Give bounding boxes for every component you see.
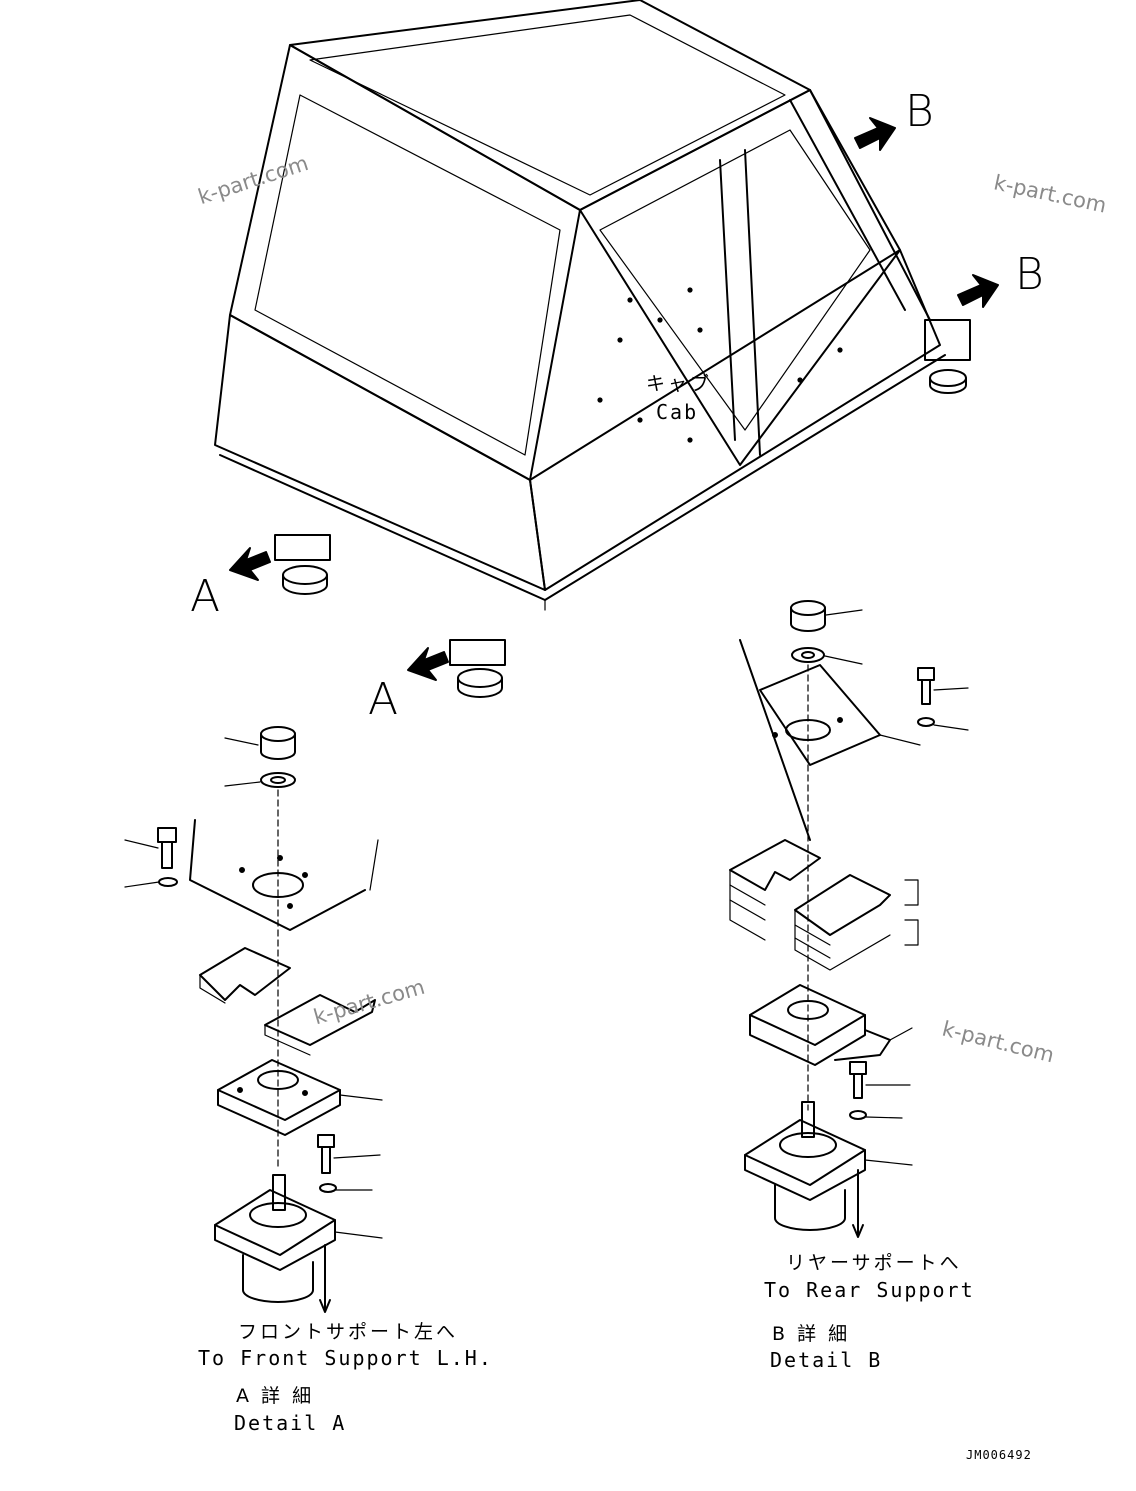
detail-a-note-jp: フロントサポート左へ bbox=[238, 1321, 459, 1343]
callout-a-center: A bbox=[368, 674, 399, 725]
callout-b-top: B bbox=[905, 86, 934, 137]
cab-side-window bbox=[599, 129, 871, 431]
cab-illustration bbox=[214, 0, 971, 698]
detail-b-title-jp: B 詳 細 bbox=[772, 1323, 851, 1345]
front-right-mount bbox=[449, 639, 506, 698]
callout-a-left: A bbox=[190, 571, 221, 622]
detail-b-nut bbox=[790, 600, 863, 632]
callout-arrows bbox=[229, 117, 999, 681]
detail-b-shims bbox=[729, 839, 919, 971]
cab-roof-inner bbox=[309, 14, 786, 196]
detail-b-bracket bbox=[749, 984, 913, 1066]
detail-b-bolt-upper bbox=[917, 667, 969, 731]
detail-b-note-en: To Rear Support bbox=[764, 1278, 975, 1302]
detail-a-title-en: Detail A bbox=[234, 1411, 347, 1435]
detail-a-title-jp: A 詳 細 bbox=[236, 1385, 315, 1407]
detail-a-illustration bbox=[124, 726, 383, 1313]
arrow-a-center-icon bbox=[407, 647, 449, 681]
callout-b-right: B bbox=[1015, 249, 1044, 300]
detail-b-frame-plate bbox=[739, 639, 921, 841]
detail-b-washer bbox=[791, 647, 863, 665]
detail-a-washer bbox=[224, 772, 296, 788]
cab-label-jp: キャブ bbox=[646, 373, 713, 395]
cab-label-en: Cab bbox=[656, 400, 699, 424]
cab-front-frame bbox=[229, 44, 581, 481]
detail-a-mount-plate bbox=[217, 1059, 383, 1136]
detail-a-bolt-upper bbox=[124, 827, 178, 888]
detail-a-rubber-mount bbox=[214, 1174, 383, 1313]
front-left-mount bbox=[274, 534, 331, 595]
detail-b-bolt-lower bbox=[849, 1061, 911, 1120]
arrow-b-right-icon bbox=[957, 274, 999, 308]
detail-a-nut bbox=[224, 726, 296, 760]
panel-rivets bbox=[597, 287, 843, 443]
detail-a-note-en: To Front Support L.H. bbox=[198, 1346, 493, 1370]
detail-a-frame-plate bbox=[189, 819, 379, 931]
document-id: JM006492 bbox=[966, 1448, 1032, 1462]
detail-b-note-jp: リヤーサポートへ bbox=[786, 1252, 962, 1274]
cab-roof bbox=[289, 0, 811, 211]
arrow-b-top-icon bbox=[854, 117, 896, 151]
rear-mount bbox=[924, 319, 971, 394]
detail-a-shims bbox=[199, 947, 376, 1056]
cab-front-window bbox=[254, 94, 561, 456]
arrow-a-left-icon bbox=[229, 547, 271, 581]
detail-a-bolt-lower bbox=[317, 1134, 381, 1193]
cab-side-panel bbox=[529, 249, 941, 591]
detail-b-illustration bbox=[729, 600, 969, 1238]
cab-lower-body bbox=[214, 314, 546, 591]
detail-b-rubber-mount bbox=[744, 1101, 913, 1238]
detail-b-title-en: Detail B bbox=[770, 1348, 883, 1372]
cab-side-frame bbox=[579, 89, 901, 466]
